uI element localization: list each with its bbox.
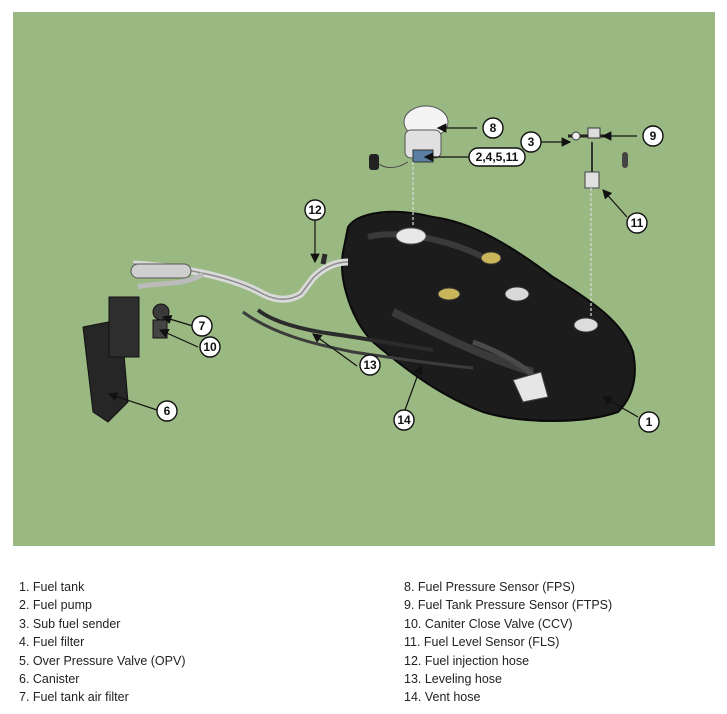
legend-item: 14. Vent hose — [404, 690, 481, 705]
legend-item: 12. Fuel injection hose — [404, 653, 530, 668]
callout-2-4-5-11-label: 2,4,5,11 — [476, 150, 519, 164]
canister-assembly — [82, 263, 205, 423]
diagram-svg: 1 2,4,5,11 3 6 7 8 9 10 — [82, 105, 664, 433]
callout-11-label: 11 — [631, 216, 644, 230]
callout-12: 12 — [304, 199, 326, 221]
legend-item: 4. Fuel filter — [19, 635, 85, 650]
sub-fuel-sender — [568, 127, 628, 317]
fuel-pump-assembly — [369, 105, 449, 227]
callout-12-label: 12 — [308, 203, 322, 217]
callout-3-label: 3 — [528, 135, 535, 149]
legend-item: 7. Fuel tank air filter — [19, 690, 129, 705]
legend-right-column: 8. Fuel Pressure Sensor (FPS) 9. Fuel Ta… — [404, 578, 612, 707]
callout-3: 3 — [520, 131, 542, 153]
callout-11: 11 — [626, 212, 648, 234]
legend-left-column: 1. Fuel tank 2. Fuel pump 3. Sub fuel se… — [19, 578, 186, 707]
callout-7: 7 — [191, 315, 213, 337]
callout-7-label: 7 — [199, 319, 206, 333]
callout-2-4-5-11: 2,4,5,11 — [468, 147, 526, 167]
legend-item: 10. Caniter Close Valve (CCV) — [404, 616, 573, 631]
callout-6-label: 6 — [164, 404, 171, 418]
legend-item: 1. Fuel tank — [19, 580, 85, 594]
callout-10: 10 — [199, 336, 221, 358]
callout-6: 6 — [156, 400, 178, 422]
callout-13-label: 13 — [363, 358, 377, 372]
callout-14-label: 14 — [397, 413, 411, 427]
legend-item: 9. Fuel Tank Pressure Sensor (FTPS) — [404, 598, 613, 613]
callout-10-label: 10 — [203, 340, 217, 354]
legend-item: 6. Canister — [19, 672, 80, 687]
callout-1: 1 — [638, 411, 660, 433]
legend-item: 13. Leveling hose — [404, 672, 502, 687]
legend-item: 5. Over Pressure Valve (OPV) — [19, 653, 186, 668]
callout-14: 14 — [393, 409, 415, 431]
leader-lines — [107, 123, 639, 418]
legend-item: 3. Sub fuel sender — [19, 616, 121, 631]
callout-13: 13 — [359, 354, 381, 376]
fuel-system-diagram: 1 2,4,5,11 3 6 7 8 9 10 — [13, 12, 715, 546]
callout-9-label: 9 — [650, 129, 657, 143]
legend-item: 11. Fuel Level Sensor (FLS) — [404, 635, 560, 650]
callout-8: 8 — [482, 117, 504, 139]
legend-item: 2. Fuel pump — [19, 598, 92, 613]
callout-8-label: 8 — [490, 121, 497, 135]
hoses — [132, 253, 474, 370]
legend-item: 8. Fuel Pressure Sensor (FPS) — [404, 580, 575, 594]
callout-1-label: 1 — [646, 415, 653, 429]
callout-9: 9 — [642, 125, 664, 147]
